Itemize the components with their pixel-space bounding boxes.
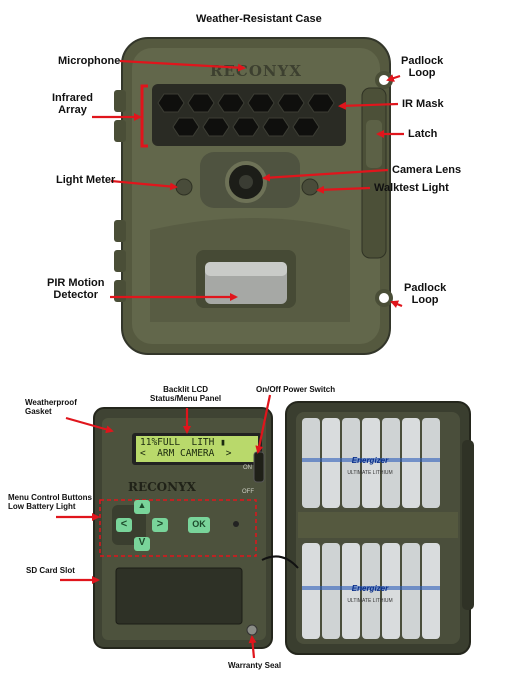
- battery-brand-bottom: Energizer: [351, 584, 389, 593]
- brand-logo-top: RECONYX: [210, 62, 302, 80]
- battery-type-top: ULTIMATE LITHIUM: [347, 470, 393, 476]
- sd-card-slot[interactable]: [115, 567, 243, 625]
- page-title: Weather-Resistant Case: [196, 13, 322, 25]
- label-menu-buttons: Menu Control Buttons Low Battery Light: [8, 493, 92, 511]
- key-up[interactable]: ▲: [137, 500, 147, 510]
- switch-label-off: OFF: [242, 489, 254, 495]
- key-left-bg[interactable]: [116, 518, 132, 532]
- label-microphone: Microphone: [58, 55, 121, 67]
- key-down[interactable]: V: [138, 537, 146, 548]
- key-up-bg[interactable]: [134, 500, 150, 514]
- label-infrared-array: Infrared Array: [52, 92, 93, 116]
- brand-logo-bottom: RECONYX: [128, 480, 197, 494]
- label-pir-motion-detector: PIR Motion Detector: [47, 277, 105, 301]
- key-ok[interactable]: OK: [192, 519, 206, 529]
- key-ok-bg[interactable]: [188, 517, 210, 533]
- key-down-bg[interactable]: [134, 537, 150, 551]
- label-latch: Latch: [408, 128, 438, 140]
- walktest-light: [301, 178, 319, 196]
- label-padlock-loop-upper: Padlock Loop: [401, 55, 444, 79]
- key-left[interactable]: <: [120, 518, 128, 530]
- key-right-bg[interactable]: [152, 518, 168, 532]
- battery-type-bottom: ULTIMATE LITHIUM: [347, 598, 393, 604]
- battery-brand-top: Energizer: [351, 456, 389, 465]
- padlock-loop-lower: [375, 289, 393, 307]
- label-warranty-seal: Warranty Seal: [228, 661, 282, 670]
- lcd-line-1: 11%FULL LITH ▮: [140, 437, 226, 448]
- label-ir-mask: IR Mask: [402, 98, 444, 110]
- label-walktest-light: Walktest Light: [374, 182, 449, 194]
- label-padlock-loop-lower: Padlock Loop: [404, 282, 447, 306]
- label-weatherproof-gasket: Weatherproof Gasket: [25, 398, 77, 416]
- ir-array: [152, 84, 346, 146]
- label-backlit-lcd: Backlit LCD Status/Menu Panel: [150, 385, 222, 403]
- camera-front: RECONYX: [114, 37, 393, 355]
- lcd-line-2: < ARM CAMERA >: [140, 448, 232, 459]
- warranty-seal: [246, 624, 258, 636]
- label-light-meter: Light Meter: [56, 174, 116, 186]
- light-meter: [175, 178, 193, 196]
- callout-arrows: [56, 59, 404, 659]
- battery-row-top: [302, 418, 440, 508]
- switch-label-on: ON: [243, 465, 252, 471]
- label-power-switch: On/Off Power Switch: [256, 385, 336, 394]
- low-battery-light: [233, 521, 239, 527]
- label-sd-card-slot: SD Card Slot: [26, 566, 75, 575]
- lcd-panel: [136, 436, 258, 462]
- camera-open: RECONYX: [93, 401, 474, 655]
- power-switch[interactable]: [253, 451, 265, 483]
- battery-row-bottom: [302, 543, 440, 639]
- key-right[interactable]: >: [156, 518, 164, 530]
- label-camera-lens: Camera Lens: [392, 164, 462, 176]
